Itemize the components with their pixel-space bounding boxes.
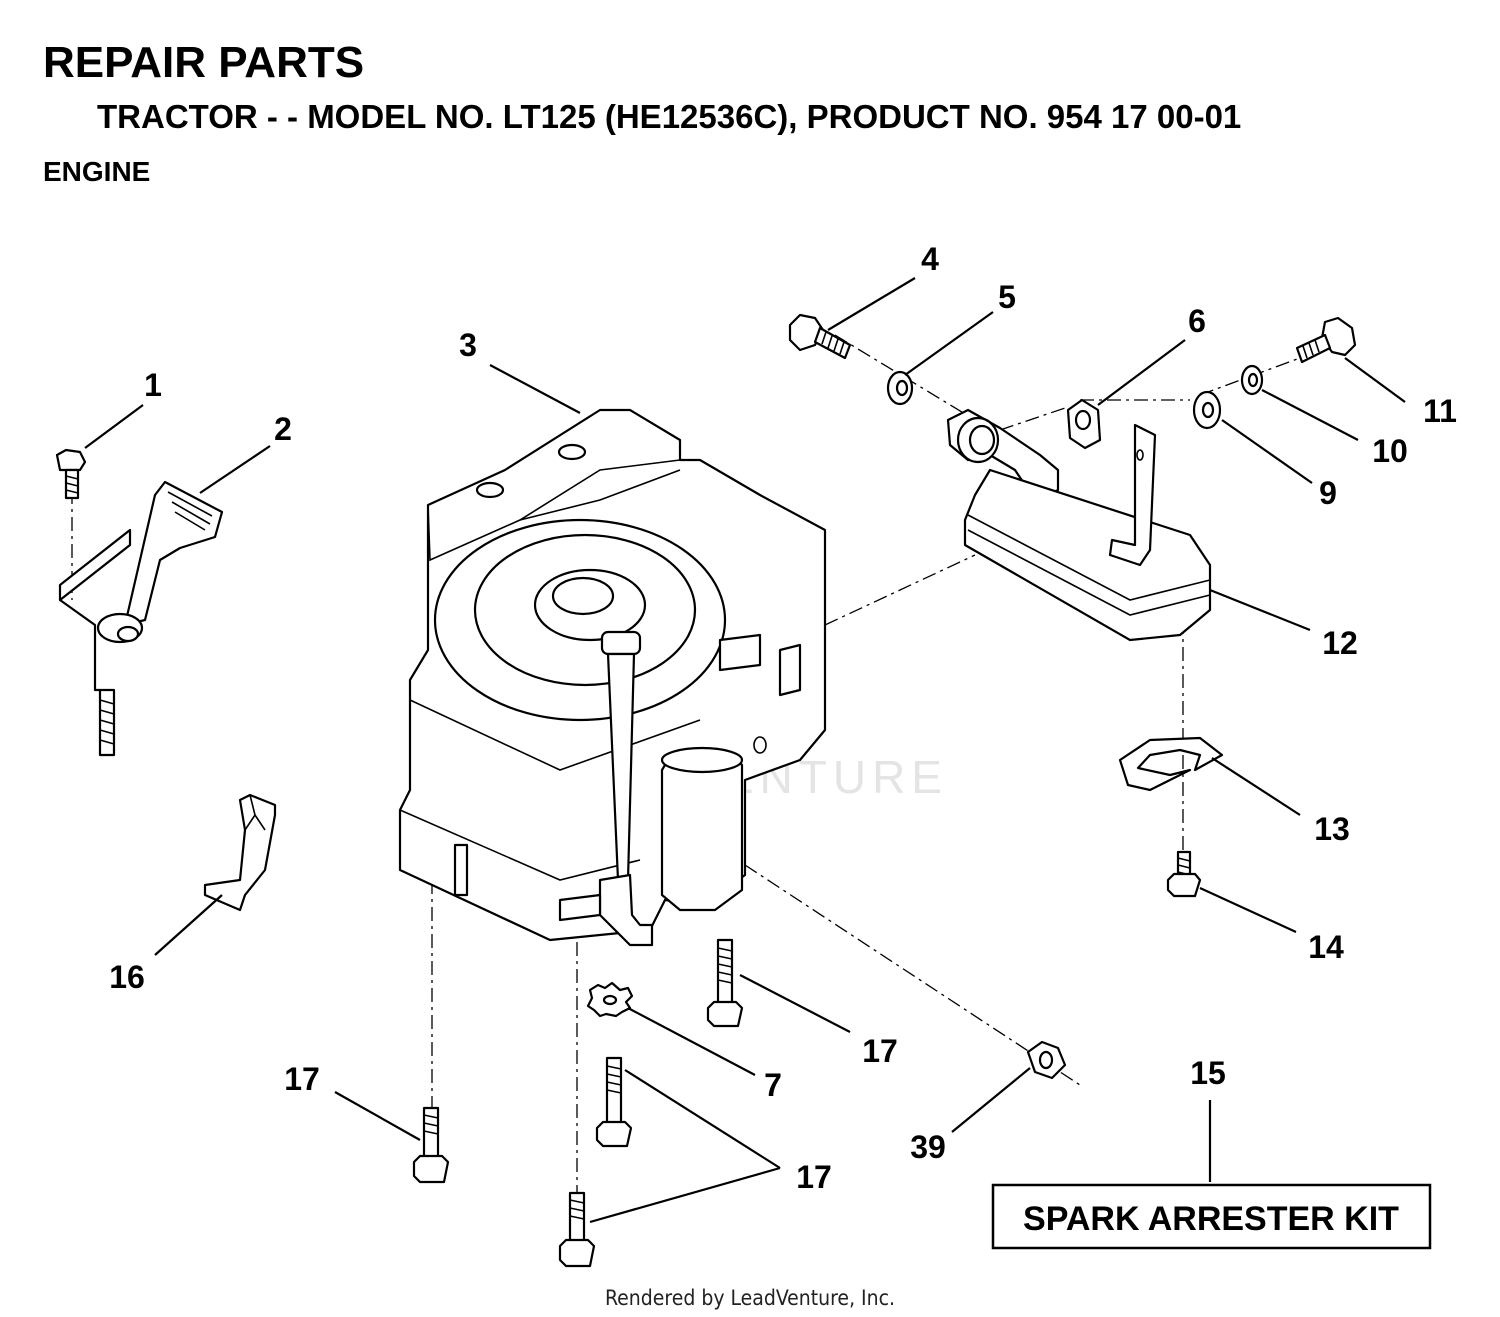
callout-6: 6 [1188,303,1206,339]
part-2-throttle-control [58,480,224,757]
callout-1: 1 [144,367,162,403]
part-7-star-washer [586,981,634,1018]
callout-7: 7 [764,1067,782,1103]
part-17-bolt-c [412,1106,450,1184]
spark-arrester-kit-label: SPARK ARRESTER KIT [1023,1200,1399,1238]
part-12-muffler [946,408,1212,642]
part-10-lockwasher [1240,364,1264,396]
part-17-bolt-a [706,938,744,1028]
callout-11: 11 [1423,393,1457,429]
part-13-spark-screen [1118,736,1224,792]
callout-labels: 1 2 3 4 5 6 7 9 10 11 12 13 14 15 16 17 … [109,241,1457,1195]
callout-39: 39 [910,1129,946,1165]
callout-10: 10 [1372,433,1408,469]
part-9-washer [1192,390,1222,430]
callout-17-c: 17 [796,1159,832,1195]
spark-arrester-kit-box: SPARK ARRESTER KIT [991,1183,1432,1250]
part-17-bolt-d [558,1191,596,1268]
part-16-bracket [203,793,277,912]
part-4-bolt [788,313,852,360]
part-17-bolt-b [595,1056,633,1148]
callout-15: 15 [1190,1055,1226,1091]
callout-9: 9 [1319,475,1337,511]
part-5-lockwasher [886,370,914,406]
callout-17-a: 17 [862,1033,898,1069]
callout-14: 14 [1308,929,1344,965]
callout-13: 13 [1314,811,1350,847]
part-39-nut [1026,1040,1067,1080]
callout-17-b: 17 [284,1061,320,1097]
footer-credit: Rendered by LeadVenture, Inc. [605,1286,895,1310]
callout-3: 3 [459,327,477,363]
section-label: ENGINE [43,156,151,187]
page-title: REPAIR PARTS [43,38,365,87]
part-1-bolt [55,448,87,500]
part-14-screw [1166,850,1202,898]
callout-5: 5 [998,279,1016,315]
callout-4: 4 [921,241,939,277]
callout-2: 2 [274,411,292,447]
part-6-gasket [1066,398,1102,450]
callout-12: 12 [1322,625,1358,661]
part-11-bolt [1295,316,1357,364]
callout-16: 16 [109,959,145,995]
page-subtitle: TRACTOR - - MODEL NO. LT125 (HE12536C), … [97,98,1242,135]
leader-lines [84,277,1406,1224]
part-3-engine [398,408,827,947]
